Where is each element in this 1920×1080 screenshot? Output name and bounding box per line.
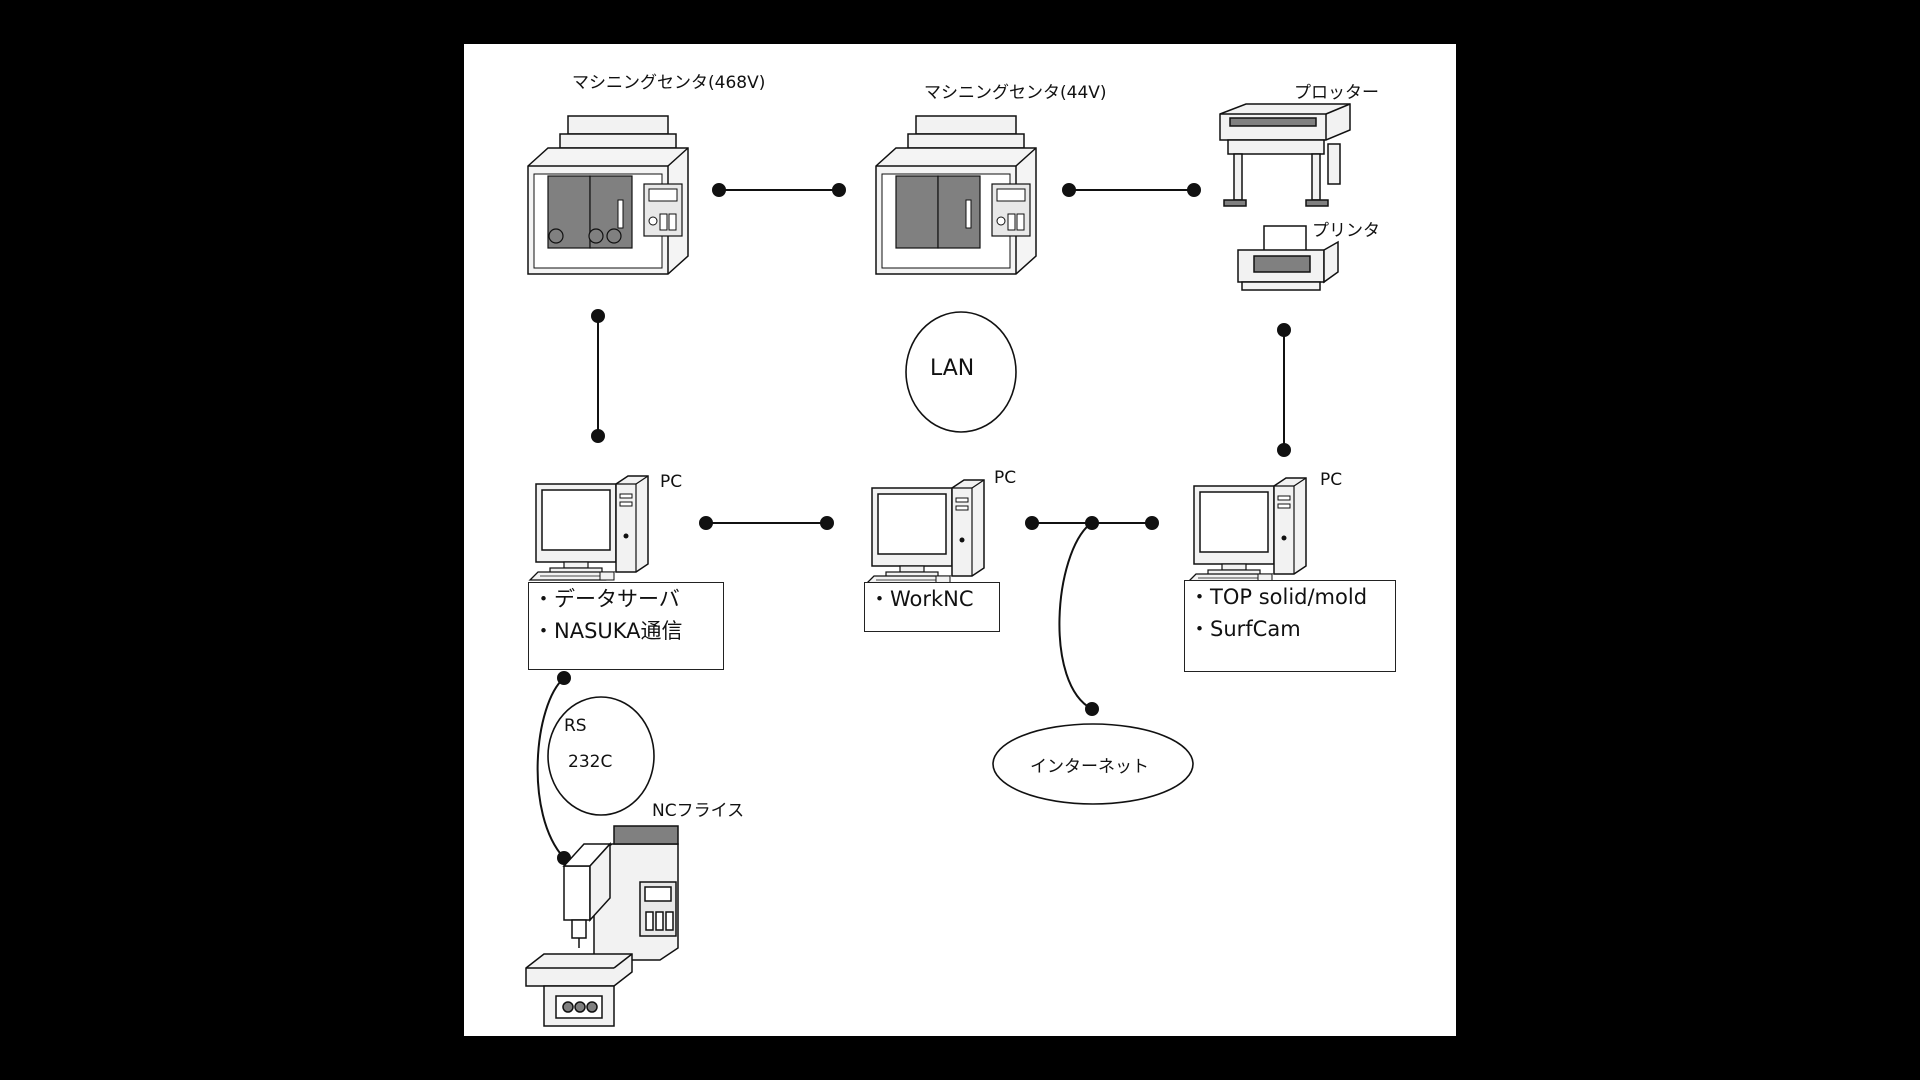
- pc-label: PC: [1320, 470, 1343, 490]
- pc-right-function-box: ・TOP solid/mold ・SurfCam: [1184, 580, 1396, 672]
- machine-wheel-icon: [548, 228, 622, 244]
- plotter-icon: [1219, 103, 1351, 207]
- rs232c-label-line2: 232C: [568, 752, 613, 772]
- function-item: ・WorkNC: [869, 587, 974, 611]
- rs232c-label-line1: RS: [564, 716, 587, 736]
- pc-icon: [529, 475, 649, 581]
- nc-milling-label: NCフライス: [652, 801, 745, 821]
- network-diagram: [525, 103, 1351, 1027]
- pc-icon: [1187, 477, 1307, 583]
- machining-center-icon: [527, 115, 689, 275]
- diagram-canvas: マシニングセンタ(468V) マシニングセンタ(44V) プロッター プリンタ …: [464, 44, 1456, 1036]
- internet-ellipse: [992, 723, 1194, 805]
- function-item: ・データサーバ: [533, 587, 680, 611]
- plotter-label: プロッター: [1294, 83, 1379, 103]
- pc-left-function-box: ・データサーバ ・NASUKA通信: [528, 582, 724, 670]
- pc-label: PC: [994, 468, 1017, 488]
- nc-milling-machine-icon: [525, 825, 679, 1027]
- rs232c-ellipse: [547, 696, 655, 816]
- connections: [536, 183, 1291, 865]
- internet-label: インターネット: [1030, 757, 1149, 777]
- lan-label: LAN: [930, 356, 975, 381]
- function-item: ・TOP solid/mold: [1189, 585, 1368, 609]
- machining-center-468v-label: マシニングセンタ(468V): [572, 73, 766, 93]
- lan-ellipse: [905, 311, 1017, 433]
- machining-center-icon: [875, 115, 1037, 275]
- pc-icon: [865, 479, 985, 585]
- function-item: ・NASUKA通信: [533, 619, 683, 643]
- pc-label: PC: [660, 472, 683, 492]
- function-item: ・SurfCam: [1189, 617, 1301, 641]
- printer-label: プリンタ: [1312, 221, 1380, 241]
- printer-icon: [1237, 225, 1339, 291]
- pc-center-function-box: ・WorkNC: [864, 582, 1000, 632]
- machining-center-44v-label: マシニングセンタ(44V): [924, 83, 1107, 103]
